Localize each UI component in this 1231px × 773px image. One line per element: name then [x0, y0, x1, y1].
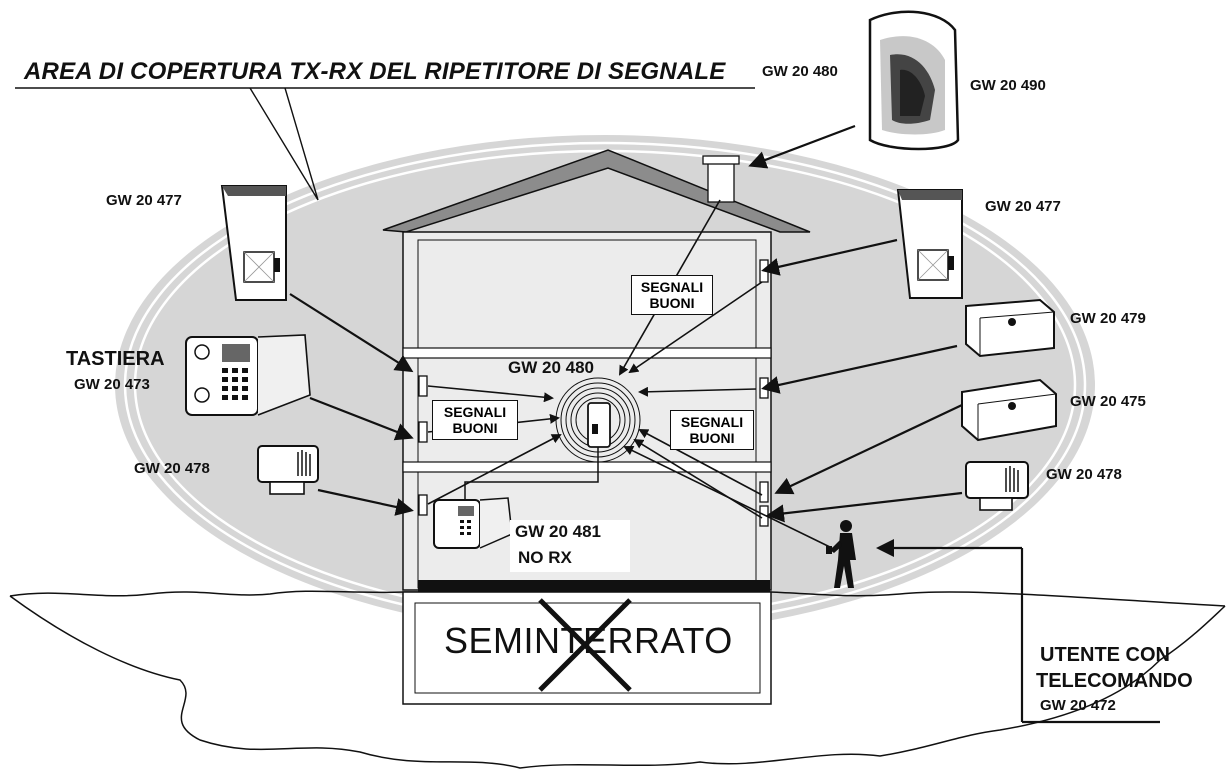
outdoor-siren: [868, 10, 960, 151]
signal-box-line1: SEGNALI: [640, 279, 704, 295]
label-tastiera: TASTIERA: [66, 348, 165, 370]
label-gw20472: GW 20 472: [1040, 697, 1116, 714]
label-gw20490: GW 20 490: [970, 77, 1046, 94]
label-gw20478-left: GW 20 478: [134, 460, 210, 477]
basement: [402, 591, 772, 705]
label-gw20473: GW 20 473: [74, 376, 150, 393]
title-callout: [15, 87, 755, 201]
pir-sensor-right: [896, 189, 963, 299]
label-gw20475: GW 20 475: [1070, 393, 1146, 410]
device-481: [433, 497, 513, 549]
label-gw20480-center: GW 20 480: [508, 358, 594, 377]
label-gw20479: GW 20 479: [1070, 310, 1146, 327]
label-gw20478-right: GW 20 478: [1046, 466, 1122, 483]
signal-box: SEGNALI BUONI: [670, 410, 754, 450]
device-479: [965, 298, 1055, 358]
pir-sensor-left: [220, 185, 287, 301]
signal-box-line1: SEGNALI: [443, 404, 507, 420]
label-utente-line1: UTENTE CON: [1040, 644, 1170, 666]
signal-box-line2: BUONI: [452, 420, 498, 436]
label-gw20477-left: GW 20 477: [106, 192, 182, 209]
signal-box: SEGNALI BUONI: [432, 400, 518, 440]
signal-box-line1: SEGNALI: [680, 414, 744, 430]
diagram-title: AREA DI COPERTURA TX-RX DEL RIPETITORE D…: [24, 58, 726, 85]
keypad-tastiera: [185, 334, 311, 416]
label-gw20480-top: GW 20 480: [762, 63, 838, 80]
ground-line: [9, 590, 1226, 607]
device-478-left: [257, 445, 319, 495]
device-arrows: [289, 124, 1022, 557]
signal-box-line2: BUONI: [649, 295, 695, 311]
repeater: [464, 377, 641, 500]
label-seminterrato: SEMINTERRATO: [444, 620, 733, 661]
signal-box: SEGNALI BUONI: [631, 275, 713, 315]
label-norx: NO RX: [518, 548, 572, 567]
underground-outline: [9, 595, 1226, 769]
device-475: [961, 378, 1057, 442]
label-gw20477-right: GW 20 477: [985, 198, 1061, 215]
label-utente-line2: TELECOMANDO: [1036, 670, 1193, 692]
signal-box-line2: BUONI: [689, 430, 735, 446]
signal-arrows: [427, 199, 833, 549]
user-figure: [826, 520, 856, 588]
label-481-backdrop: [510, 520, 630, 572]
label-gw20481: GW 20 481: [515, 522, 601, 541]
device-478-right: [965, 461, 1029, 511]
